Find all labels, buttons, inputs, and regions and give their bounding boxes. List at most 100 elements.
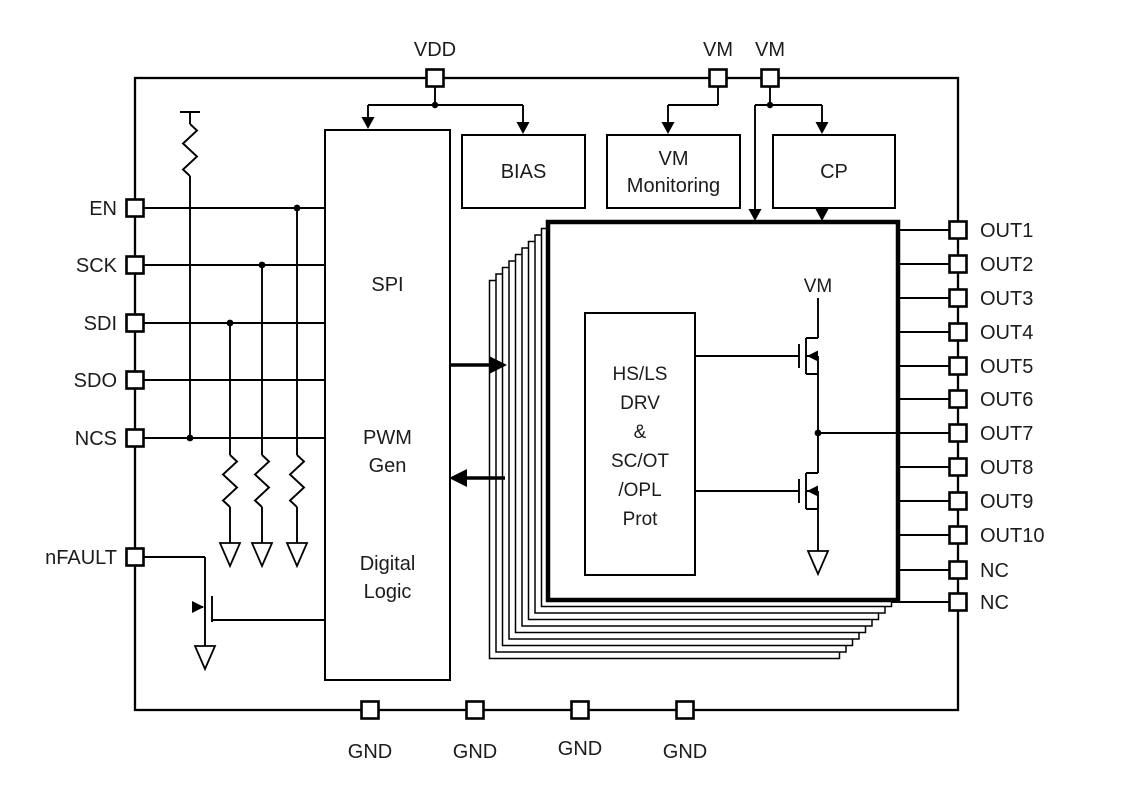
control-arrow-left-head [449,469,467,487]
pwm-gen-label-line2: Gen [369,455,407,477]
vm-monitoring-label-line2: Monitoring [627,175,720,197]
vm-junction-dot [766,101,774,109]
pin-square-nc1 [948,560,968,580]
vdd-net-wire [367,86,524,123]
pin-square-nfault [125,547,145,567]
vdd-arrow-into-spi [361,117,375,129]
pin-square-vdd [425,68,445,88]
block-cp: CP [772,134,896,209]
left-section: EN SCK SDI SDO NCS nFAULT [45,198,325,569]
control-arrow-right-head [489,356,507,374]
highside-mosfet-arrow [807,350,818,362]
pin-label-vm1: VM [703,39,733,61]
pullup-wire [180,111,200,438]
pin-label-nfault: nFAULT [45,547,117,569]
right-section: OUT1 OUT2 OUT3 OUT4 OUT5 OUT6 OUT7 OUT8 … [818,220,1044,614]
vm-arrow-into-cp [815,122,829,134]
ncs-junction-dot [186,434,194,442]
vm-net-label: VM [804,276,833,297]
bias-label: BIAS [501,161,547,183]
pin-label-out1: OUT1 [980,220,1033,242]
pin-label-out9: OUT9 [980,491,1033,513]
pin-square-out10 [948,525,968,545]
block-vm-monitoring: VM Monitoring [606,134,741,209]
pulldown-resistor-sdi [218,319,242,569]
resistor-zigzag-sdi [221,454,239,508]
resistor-zigzag-en [288,454,306,508]
pulldown-resistor-sck [250,261,274,569]
spi-block-box [324,129,451,681]
bottom-section: GND GND GND GND [348,700,707,763]
vdd-junction-dot [431,101,439,109]
resistor-zigzag-sck [253,454,271,508]
ground-symbol-en [285,542,309,569]
control-arrows [449,356,507,487]
drv-label-line6: Prot [623,509,659,530]
pin-square-gnd4 [675,700,695,720]
pin-square-sdo [125,370,145,390]
pin-square-out6 [948,389,968,409]
cp-block-box [772,134,896,209]
pin-square-out2 [948,254,968,274]
pullup-resistor [180,111,200,442]
cp-label: CP [820,161,848,183]
pin-label-out3: OUT3 [980,288,1033,310]
pin-label-gnd1: GND [348,741,392,763]
pin-label-out5: OUT5 [980,356,1033,378]
ground-symbol-nfault [193,645,217,672]
pin-label-out4: OUT4 [980,322,1033,344]
pin-square-out3 [948,288,968,308]
lowside-mosfet-arrow [807,485,818,497]
pin-square-out9 [948,491,968,511]
top-section: VDD VM VM [361,39,829,221]
block-spi-logic: SPI PWM Gen Digital Logic [324,129,451,681]
pin-label-gnd4: GND [663,741,707,763]
pin-label-gnd3: GND [558,738,602,760]
bias-block-box [461,134,586,209]
vm-monitoring-block-box [606,134,741,209]
pin-label-sdi: SDI [84,313,117,335]
pullup-resistor-zigzag [181,123,199,177]
ground-symbol-sdi [218,542,242,569]
pin-label-ncs: NCS [75,428,117,450]
spi-label: SPI [371,274,403,296]
pin-square-vm1 [708,68,728,88]
pin-label-nc2: NC [980,592,1009,614]
left-pin-wires [143,207,325,558]
pin-square-out8 [948,457,968,477]
pin-label-out6: OUT6 [980,389,1033,411]
block-bias: BIAS [461,134,586,209]
right-pin-wires [818,229,950,603]
pin-label-sck: SCK [76,255,118,277]
cp-arrow-into-bridge [815,209,829,221]
ground-symbol-bridge [806,550,830,577]
pin-square-gnd3 [570,700,590,720]
pin-label-sdo: SDO [74,370,117,392]
pin-label-en: EN [89,198,117,220]
pin-square-out4 [948,322,968,342]
pin-square-vm2 [760,68,780,88]
drv-label-line2: DRV [620,393,660,414]
pin-label-out10: OUT10 [980,525,1044,547]
vm-arrow-into-monitor [661,122,675,134]
drv-label-line4: SC/OT [611,451,669,472]
drv-label-line3: & [634,422,647,443]
vm-net-wire [667,86,823,210]
pin-square-gnd1 [360,700,380,720]
pin-label-out2: OUT2 [980,254,1033,276]
pin-square-en [125,198,145,218]
pin-label-vm2: VM [755,39,785,61]
vdd-arrow-into-bias [516,122,530,134]
pin-label-out8: OUT8 [980,457,1033,479]
pulldown-resistor-en [285,204,309,569]
pin-square-gnd2 [465,700,485,720]
ground-symbol-sck [250,542,274,569]
drv-block-box [584,312,696,576]
vm-monitoring-label-line1: VM [659,148,689,170]
nfault-mosfet-arrow [192,601,204,613]
pin-square-out5 [948,356,968,376]
digital-logic-label-line1: Digital [360,553,416,575]
vm-arrow-into-bridge [748,209,762,221]
